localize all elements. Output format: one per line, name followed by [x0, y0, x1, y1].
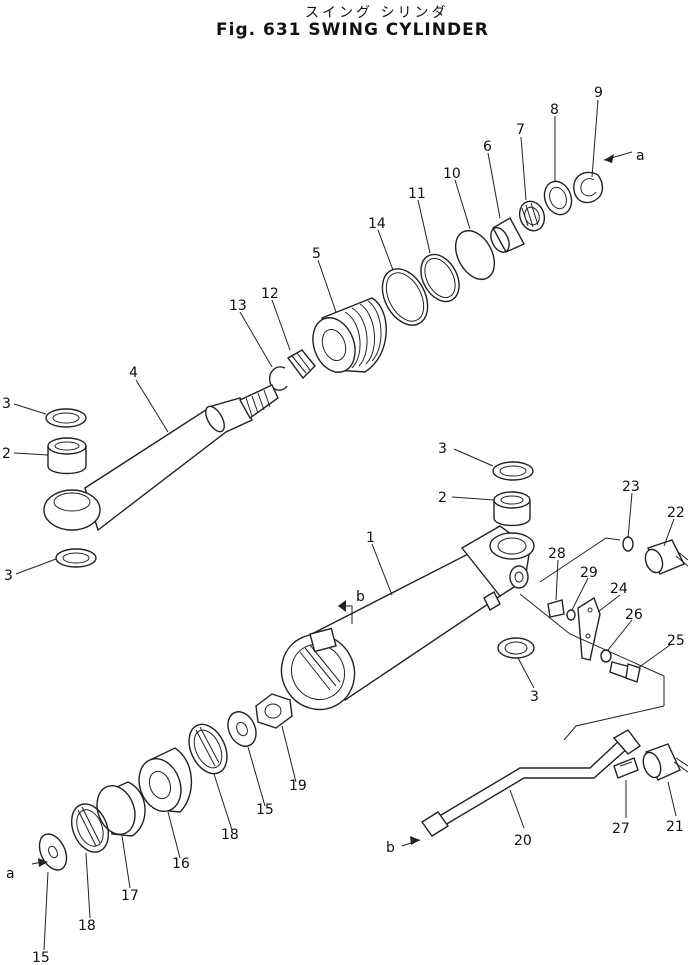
- label-3-c: 3: [438, 441, 447, 457]
- reference-a-top: a: [636, 148, 645, 164]
- part-11-ring: [420, 253, 460, 303]
- part-4-piston-rod: [43, 384, 279, 532]
- part-14-backup-ring: [381, 268, 429, 326]
- label-7: 7: [516, 122, 525, 138]
- label-23: 23: [622, 479, 640, 495]
- part-3-seal-rod-upper: [45, 408, 87, 428]
- label-15-a: 15: [256, 802, 274, 818]
- label-4: 4: [129, 365, 138, 381]
- part-29-washer: [566, 609, 576, 621]
- label-13: 13: [229, 298, 247, 314]
- part-28-nut: [547, 599, 565, 618]
- label-18-b: 18: [78, 918, 96, 934]
- label-25: 25: [667, 633, 685, 649]
- label-5: 5: [312, 246, 321, 262]
- label-6: 6: [483, 139, 492, 155]
- title-japanese: スイング シリンダ: [305, 5, 449, 21]
- reference-b-bottom: b: [386, 840, 395, 856]
- part-10-o-ring: [454, 229, 496, 281]
- label-9: 9: [594, 85, 603, 101]
- part-16-head: [138, 747, 193, 813]
- label-24: 24: [610, 581, 628, 597]
- part-22-connector: [644, 539, 689, 575]
- part-18-bushing-upper: [188, 723, 228, 775]
- label-28: 28: [548, 546, 566, 562]
- part-3-seal-rod-lower: [55, 548, 97, 568]
- label-14: 14: [368, 216, 386, 232]
- label-19: 19: [289, 778, 307, 794]
- reference-a-bottom: a: [6, 866, 15, 882]
- reference-b-top: b: [356, 589, 365, 605]
- label-2-a: 2: [2, 446, 11, 462]
- part-15-washer-lower: [38, 833, 68, 871]
- part-2-bushing-rod: [47, 437, 87, 475]
- part-3-seal-cylinder-upper: [492, 461, 534, 481]
- part-18-bushing-lower: [70, 803, 110, 853]
- label-1: 1: [366, 530, 375, 546]
- part-13-snap-ring: [269, 366, 288, 391]
- part-23-o-ring: [622, 536, 634, 552]
- label-21: 21: [666, 819, 684, 835]
- part-8-ring: [543, 180, 573, 216]
- part-9-snap-ring: [573, 171, 604, 204]
- label-26: 26: [625, 607, 643, 623]
- label-3-b: 3: [4, 568, 13, 584]
- part-3-seal-cylinder-lower: [497, 637, 535, 659]
- label-15-b: 15: [32, 950, 50, 965]
- label-2-b: 2: [438, 490, 447, 506]
- label-8: 8: [550, 102, 559, 118]
- label-10: 10: [443, 166, 461, 182]
- label-3-a: 3: [2, 396, 11, 412]
- label-17: 17: [121, 888, 139, 904]
- part-20-hose: [420, 729, 642, 837]
- label-20: 20: [514, 833, 532, 849]
- part-25-bolt: [609, 661, 641, 683]
- reference-arrowheads: [38, 154, 614, 867]
- part-21-connector: [642, 743, 689, 781]
- figure-title: Fig. 631 SWING CYLINDER: [216, 20, 489, 40]
- label-22: 22: [667, 505, 685, 521]
- leader-lines: [13, 99, 677, 951]
- part-27-clip: [613, 757, 639, 779]
- label-16: 16: [172, 856, 190, 872]
- label-29: 29: [580, 565, 598, 581]
- label-27: 27: [612, 821, 630, 837]
- label-18-a: 18: [221, 827, 239, 843]
- part-12-nut: [286, 349, 316, 380]
- label-11: 11: [408, 186, 426, 202]
- part-15-washer-upper: [227, 711, 257, 747]
- part-5-piston: [312, 297, 387, 373]
- part-1-cylinder-tube: [280, 525, 535, 711]
- label-3-d: 3: [530, 689, 539, 705]
- part-19-nut: [255, 693, 293, 729]
- part-7-bushing: [518, 200, 546, 232]
- part-labels: 9 8 7 6 10 11 14 5 12 13 4 3 2 3 1 3 2 3…: [2, 85, 685, 965]
- label-12: 12: [261, 286, 279, 302]
- part-24-plate: [577, 596, 601, 661]
- part-2-bushing-cylinder: [493, 491, 531, 527]
- part-6-sleeve: [490, 217, 525, 253]
